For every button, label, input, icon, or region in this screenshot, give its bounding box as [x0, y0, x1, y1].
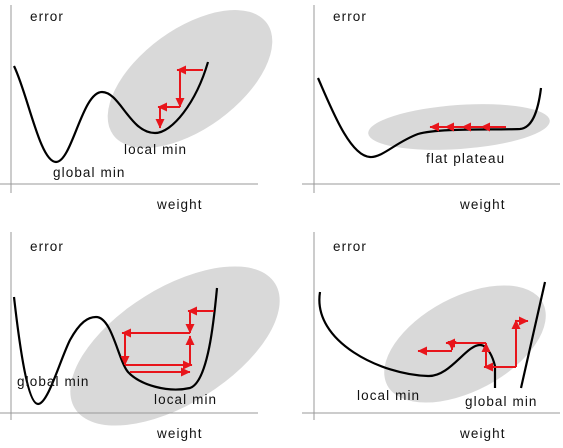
panel-3-error-curve — [12, 287, 219, 406]
panel-1-annotation-global-min: global min — [53, 165, 126, 180]
panel-2-annotation-flat-plateau: flat plateau — [426, 151, 505, 166]
panel-3-search-region — [70, 266, 280, 426]
panel-3-annotation-global-min: global min — [17, 374, 90, 389]
panel-4-error-curve-right-wall — [519, 281, 547, 389]
panel-3-descent-steps — [120, 306, 214, 377]
panel-2-y-label: error — [333, 9, 367, 24]
panel-3-y-label: error — [30, 239, 64, 254]
panel-4-leaving-global-min: error weight local min global min — [302, 232, 560, 441]
panel-3-x-label: weight — [156, 426, 203, 441]
panel-4-y-label: error — [333, 239, 367, 254]
panel-1-descent-steps — [155, 65, 203, 129]
panel-1-error-curve — [13, 61, 210, 164]
panel-2-flat-plateau: error weight flat plateau — [302, 5, 560, 212]
panel-1-annotation-local-min: local min — [124, 142, 187, 157]
panel-2-x-label: weight — [459, 197, 506, 212]
panel-4-x-label: weight — [459, 426, 506, 441]
panel-1-local-min: error weight local min global min — [0, 5, 273, 212]
panel-4-annotation-global-min: global min — [465, 394, 538, 409]
panel-4-annotation-local-min: local min — [357, 388, 420, 403]
panel-3-annotation-local-min: local min — [154, 392, 217, 407]
panel-1-y-label: error — [30, 9, 64, 24]
panel-1-x-label: weight — [156, 197, 203, 212]
panel-1-search-region — [107, 10, 273, 148]
panel-3-overshoot-oscillation: error weight global min local min — [0, 232, 280, 441]
panel-4-descent-steps — [417, 316, 529, 372]
panel-2-error-curve — [316, 77, 543, 159]
